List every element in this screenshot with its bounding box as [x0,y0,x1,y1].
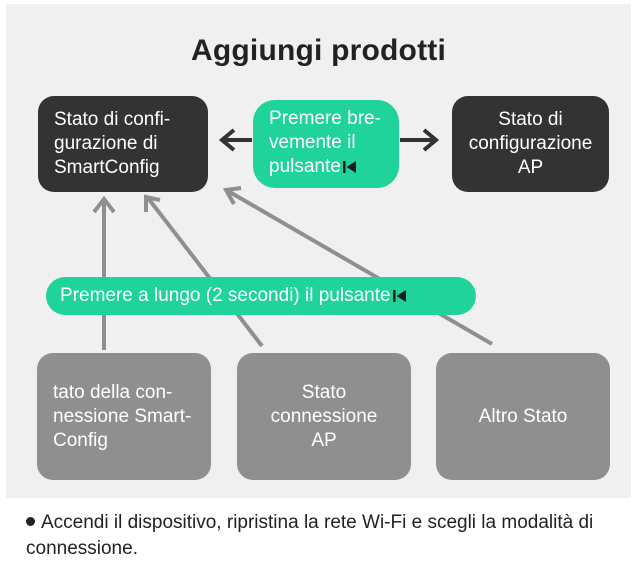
long-press-label: Premere a lungo (2 secondi) il pulsante [46,277,476,315]
button-icon [392,286,407,310]
smartconfig-connection-state-box: tato della con- nessione Smart- Config [37,353,211,480]
instruction-note: Accendi il dispositivo, ripristina la re… [26,510,606,562]
arrow-other-state [222,186,494,346]
box-line: AP [517,157,544,178]
short-press-label: Premere bre- vemente il pulsante [253,100,399,188]
box-line: SmartConfig [54,157,160,178]
box-line: Config [53,429,108,451]
box-line: connessione [270,405,378,427]
pill-text: Premere a lungo (2 secondi) il pulsante [60,285,391,306]
ap-setup-state-box: Stato di configurazione AP [452,96,609,192]
box-line: Stato di confi- [54,109,171,130]
box-line: tato della con- [53,381,173,403]
other-state-box: Altro Stato [436,353,610,480]
pill-line: Premere bre- [269,108,381,129]
smartconfig-setup-state-box: Stato di confi- gurazione di SmartConfig [38,96,208,192]
box-line: gurazione di [54,133,158,154]
box-line: Stato di [498,109,563,130]
box-line: AP [311,429,337,451]
box-line: Altro Stato [478,405,568,427]
arrow-ap-connection [144,194,264,348]
pill-line: vemente il [269,132,356,153]
box-line: nessione Smart- [53,405,192,427]
note-text: Accendi il dispositivo, ripristina la re… [26,512,594,559]
box-line: configurazione [468,133,593,154]
bidirectional-arrow [218,128,440,152]
pill-line: pulsante [269,156,341,177]
box-line: Stato [301,381,347,403]
diagram-title: Aggiungi prodotti [191,34,446,67]
button-icon [342,157,357,181]
arrow-smartconfig-connection [92,195,116,350]
bullet-icon [26,517,35,526]
ap-connection-state-box: Stato connessione AP [237,353,411,480]
